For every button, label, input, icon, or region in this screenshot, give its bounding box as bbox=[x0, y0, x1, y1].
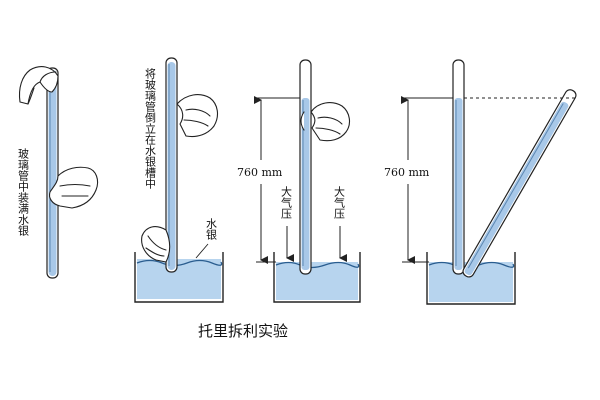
glass-tube-2 bbox=[165, 57, 178, 273]
height-label-3: 760 mm bbox=[237, 166, 283, 179]
label-fill-tube: 玻璃管中装满水银 bbox=[17, 148, 30, 237]
hand-top-2 bbox=[176, 94, 219, 138]
hand-bottom-2 bbox=[141, 226, 171, 263]
atm-right: 大气压 bbox=[333, 185, 347, 262]
glass-tube-3 bbox=[299, 59, 312, 275]
hand-3 bbox=[300, 102, 351, 142]
basin-3 bbox=[273, 252, 361, 303]
height-dimension-3: 760 mm bbox=[237, 96, 300, 264]
panel-fill-tube: 玻璃管中装满水银 bbox=[17, 66, 99, 279]
height-dimension-4: 760 mm bbox=[384, 96, 578, 264]
glass-tube-vertical-4 bbox=[452, 59, 465, 275]
mercury-pointer bbox=[195, 243, 209, 259]
panel-equilibrium: 760 mm 大气压 大气压 bbox=[237, 59, 361, 303]
label-atm-right: 大气压 bbox=[333, 185, 346, 220]
height-label-4: 760 mm bbox=[384, 166, 430, 179]
glass-tube-1 bbox=[46, 67, 59, 279]
label-mercury: 水银 bbox=[205, 218, 218, 241]
panel-invert-tube: 将玻璃管倒立在水银槽中 水银 bbox=[134, 57, 224, 303]
basin-2 bbox=[134, 252, 224, 303]
panel-tilted: 760 mm bbox=[384, 59, 578, 305]
glass-tube-tilted-4 bbox=[462, 89, 577, 278]
hand-top-1 bbox=[18, 66, 59, 105]
atm-left: 大气压 bbox=[280, 185, 294, 262]
hand-bottom-1 bbox=[48, 166, 99, 209]
label-atm-left: 大气压 bbox=[280, 185, 293, 220]
figure-caption: 托里拆利实验 bbox=[198, 322, 288, 340]
label-invert-tube: 将玻璃管倒立在水银槽中 bbox=[144, 68, 157, 189]
